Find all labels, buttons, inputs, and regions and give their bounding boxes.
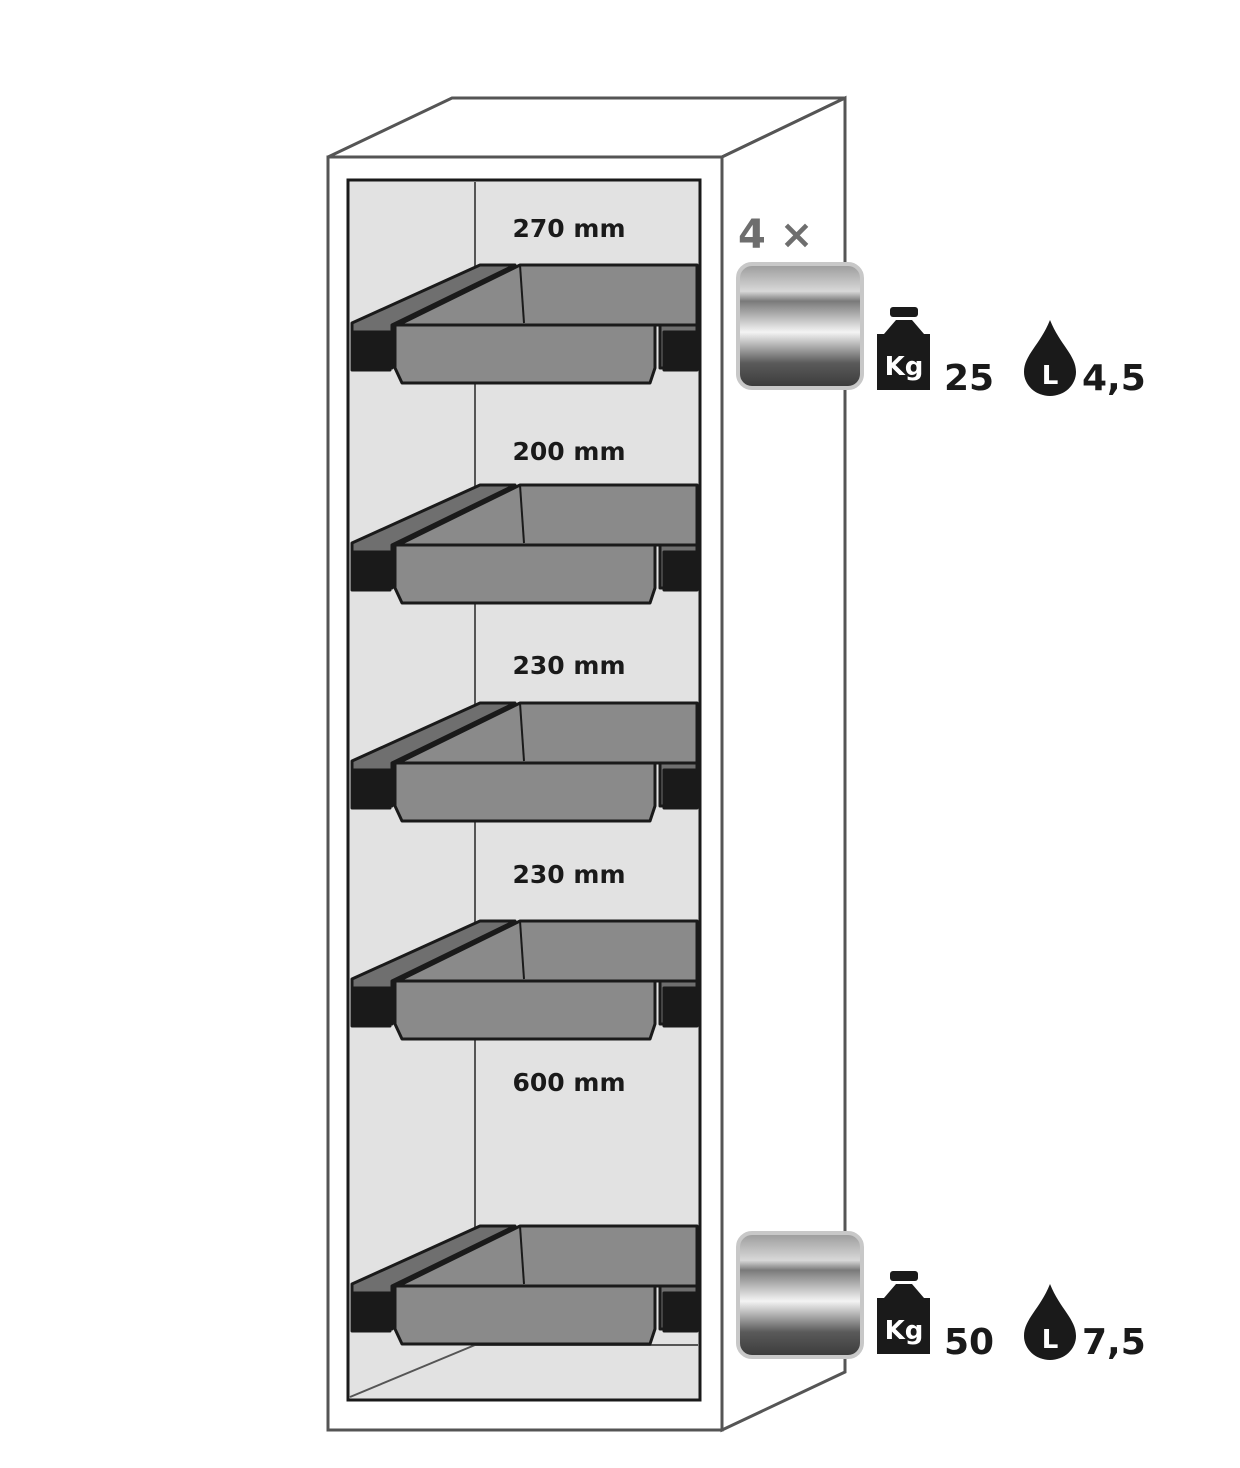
shelf-multiplier: 4 × [738,212,813,258]
shelf-load-kg: 25 [944,358,994,399]
weight-icon: Kg [877,307,930,390]
left-bracket [350,1291,392,1333]
tray-inner-edge [519,1225,525,1285]
liquid-drop-icon: L [1024,1284,1076,1360]
bottom-load-kg: 50 [944,1322,994,1363]
tray-inner-edge [519,264,525,324]
right-bracket [662,1291,699,1333]
shelf-tray [350,263,699,385]
left-bracket [350,550,392,592]
right-bracket [662,986,699,1028]
weight-icon: Kg [877,1271,930,1354]
svg-text:L: L [1042,361,1059,391]
svg-text:Kg: Kg [885,352,924,382]
tray-swatch-icon [736,262,864,390]
left-bracket [350,986,392,1028]
shelf-tray [350,919,699,1041]
left-bracket [350,330,392,372]
clearance-label: 200 mm [513,437,626,466]
tray-front [393,543,657,605]
right-bracket [662,768,699,810]
tray-inner-edge [519,920,525,980]
tray-front [393,761,657,823]
bottom-volume-l: 7,5 [1082,1322,1146,1363]
tray-front [393,979,657,1041]
right-bracket [662,550,699,592]
shelves [350,263,699,1346]
svg-text:L: L [1042,1325,1059,1355]
svg-text:Kg: Kg [885,1316,924,1346]
interior-floor-edge [349,1344,476,1398]
liquid-drop-icon: L [1024,320,1076,396]
tray-front [393,323,657,385]
tray-front [393,1284,657,1346]
tray-swatch-icon [736,1231,864,1359]
shelf-volume-l: 4,5 [1082,358,1146,399]
tray-inner-edge [519,484,525,544]
right-bracket [662,330,699,372]
shelf-tray [350,483,699,605]
clearance-label: 230 mm [513,860,626,889]
clearance-label: 600 mm [513,1068,626,1097]
clearance-label: 270 mm [513,214,626,243]
clearance-label: 230 mm [513,651,626,680]
left-bracket [350,768,392,810]
shelf-tray [350,1224,699,1346]
tray-inner-edge [519,702,525,762]
shelf-tray [350,701,699,823]
